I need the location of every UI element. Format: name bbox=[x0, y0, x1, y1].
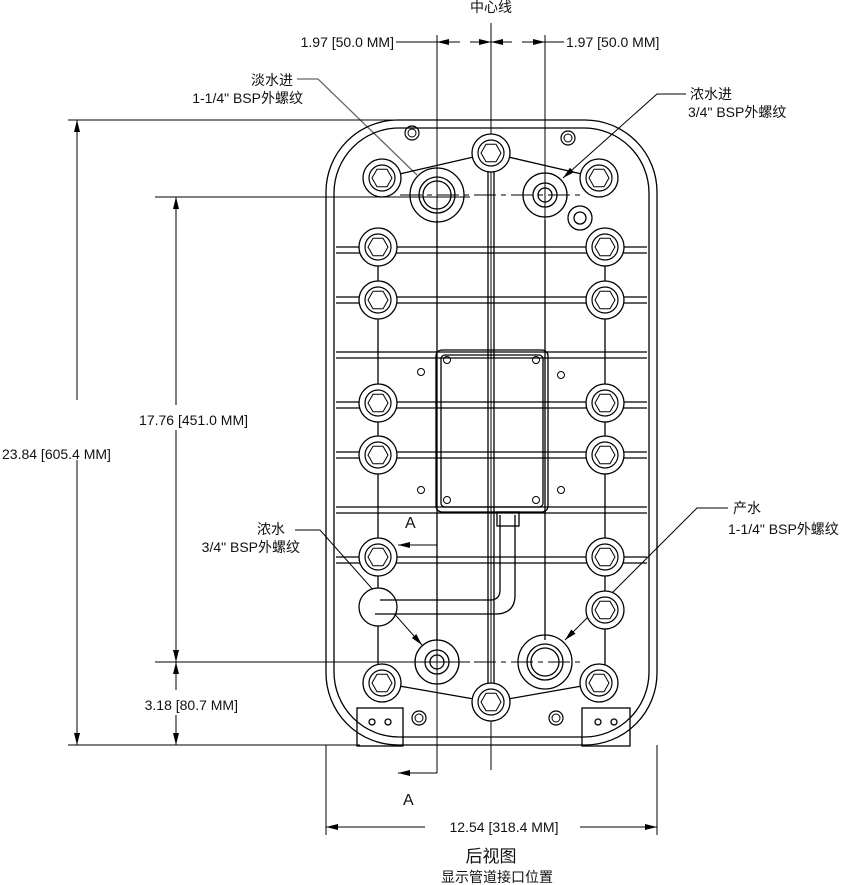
end-plate bbox=[325, 119, 658, 747]
bolt-icon bbox=[358, 587, 398, 627]
bolt-icon bbox=[362, 663, 402, 703]
left-offset-dim: 1.97 [50.0 MM] bbox=[301, 34, 394, 50]
dilute-in-spec: 1-1/4" BSP外螺纹 bbox=[192, 90, 303, 106]
centerline-label: 中心线 bbox=[470, 0, 512, 15]
bolt-icon bbox=[358, 280, 398, 320]
view-subtitle: 显示管道接口位置 bbox=[441, 869, 553, 885]
screw-icon bbox=[557, 486, 565, 494]
pipe-fitting bbox=[496, 511, 520, 527]
right-offset-dim: 1.97 [50.0 MM] bbox=[566, 34, 659, 50]
concentrate-in-leader bbox=[562, 93, 686, 179]
bolt-icon bbox=[358, 227, 398, 267]
top-dimension-lines bbox=[396, 23, 564, 770]
dilute-in-leader bbox=[297, 78, 418, 176]
mounting-foot-left bbox=[356, 707, 404, 747]
bolt-icon bbox=[471, 133, 511, 173]
concentrate-out-spec: 3/4" BSP外螺纹 bbox=[202, 539, 300, 555]
screw-icon bbox=[417, 486, 425, 494]
bolt-icon bbox=[579, 158, 619, 198]
concentrate-out-leader bbox=[295, 529, 423, 646]
bolt-icon bbox=[358, 537, 398, 577]
bolt-icon bbox=[579, 663, 619, 703]
mounting-hole-icon bbox=[560, 130, 576, 146]
view-title: 后视图 bbox=[466, 847, 517, 866]
bolt-icon bbox=[585, 590, 625, 630]
section-label-bottom: A bbox=[403, 792, 414, 809]
port-spacing-dim: 17.76 [451.0 MM] bbox=[139, 412, 248, 428]
section-label-top: A bbox=[405, 515, 416, 532]
screw-icon bbox=[557, 371, 565, 379]
bolt-icon bbox=[585, 537, 625, 577]
screw-icon bbox=[532, 356, 540, 364]
bolt-icon bbox=[362, 158, 402, 198]
screw-icon bbox=[443, 356, 451, 364]
bolt-icon bbox=[585, 280, 625, 320]
dilute-in-label: 淡水进 bbox=[251, 72, 293, 88]
mounting-hole-icon bbox=[404, 125, 420, 141]
screw-icon bbox=[443, 496, 451, 504]
bolt-icon bbox=[585, 435, 625, 475]
left-dimension-lines bbox=[68, 119, 470, 746]
width-dim: 12.54 [318.4 MM] bbox=[450, 819, 559, 835]
mounting-hole-icon bbox=[548, 710, 564, 726]
bottom-offset-dim: 3.18 [80.7 MM] bbox=[145, 697, 238, 713]
junction-box bbox=[435, 349, 549, 513]
vent-icon bbox=[567, 205, 593, 231]
bolt-icon bbox=[585, 383, 625, 423]
concentrate-in-label: 浓水进 bbox=[690, 86, 732, 102]
bolt-icon bbox=[358, 383, 398, 423]
product-pipe bbox=[375, 515, 516, 615]
concentrate-out-label: 浓水 bbox=[257, 521, 285, 537]
bolt-icon bbox=[471, 682, 511, 722]
screw-icon bbox=[417, 368, 425, 376]
product-label: 产水 bbox=[733, 500, 761, 516]
mounting-foot-right bbox=[581, 707, 631, 747]
bolt-icon bbox=[358, 435, 398, 475]
mounting-hole-icon bbox=[411, 710, 427, 726]
bolt-icon bbox=[585, 227, 625, 267]
product-spec: 1-1/4" BSP外螺纹 bbox=[728, 521, 839, 537]
concentrate-in-spec: 3/4" BSP外螺纹 bbox=[688, 104, 786, 120]
width-dimension-lines bbox=[325, 745, 658, 835]
total-height-dim: 23.84 [605.4 MM] bbox=[2, 446, 111, 462]
screw-icon bbox=[532, 496, 540, 504]
